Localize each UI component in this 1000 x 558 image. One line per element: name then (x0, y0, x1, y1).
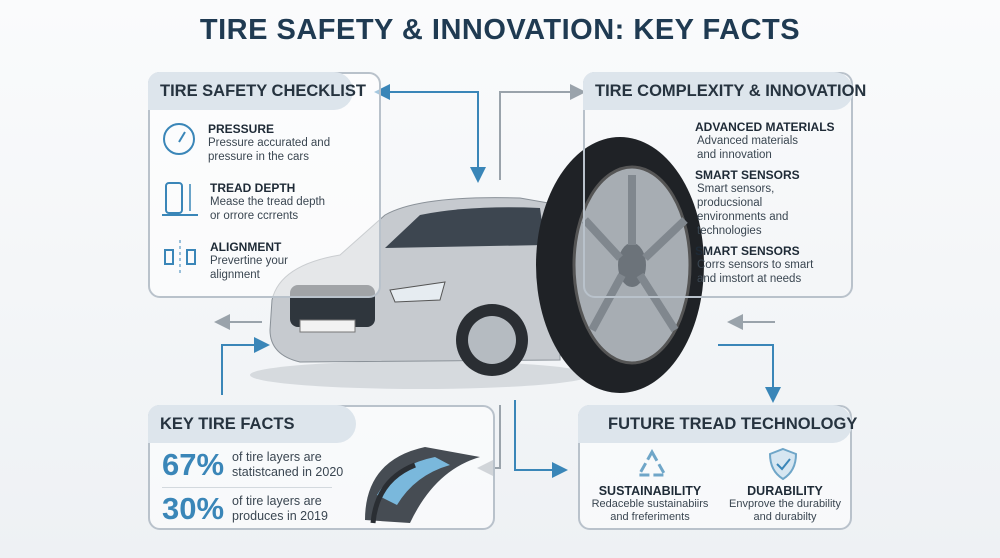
item-text: Redaceble sustainabiirs (591, 498, 709, 510)
fact-text: statistcaned in 2020 (232, 465, 344, 479)
item-text: technologies (697, 225, 762, 237)
page-title: TIRE SAFETY & INNOVATION: KEY FACTS (199, 14, 801, 46)
item-text: producsional (697, 197, 763, 209)
alignment-icon (164, 240, 196, 276)
item-title: TREAD DEPTH (210, 181, 296, 195)
item-title: SMART SENSORS (695, 168, 800, 182)
item-title: SMART SENSORS (695, 244, 800, 258)
shield-check-icon (768, 447, 798, 481)
arrow (499, 84, 586, 180)
item-text: and durabilty (753, 511, 817, 523)
item-title: DURABILITY (747, 484, 823, 498)
fact-text: of tire layers are (232, 494, 322, 508)
arrow (374, 84, 479, 175)
item-text: Smart sensors, (697, 183, 775, 195)
tire-cross-section-icon (365, 447, 480, 524)
item-title: ADVANCED MATERIALS (695, 120, 835, 134)
recycle-icon (636, 449, 668, 477)
item-text: environments and (697, 211, 789, 223)
item-text: and freferiments (610, 511, 690, 523)
item-text: Mease the tread depth (210, 196, 326, 208)
item-text: and imstort at needs (697, 273, 802, 285)
arrow (718, 344, 781, 403)
fact-value: 30% (162, 491, 225, 526)
item-text: alignment (210, 269, 260, 281)
arrow (514, 400, 568, 478)
divider (162, 487, 332, 488)
gauge-icon (163, 123, 195, 155)
arrow (221, 337, 270, 395)
item-text: pressure in the cars (208, 151, 309, 163)
fact-text: of tire layers are (232, 450, 322, 464)
item-title: ALIGNMENT (210, 240, 282, 254)
item-text: Corrs sensors to smart (697, 259, 814, 271)
panel-header: TIRE SAFETY CHECKLIST (148, 72, 366, 110)
tire-complexity-panel: TIRE COMPLEXITY & INNOVATION ADVANCED MA… (583, 72, 866, 298)
item-text: and innovation (697, 149, 772, 161)
panel-header: TIRE COMPLEXITY & INNOVATION (583, 72, 866, 110)
item-text: Prevertine your (210, 255, 288, 267)
item-text: Envprove the durability (729, 498, 841, 510)
fact-value: 67% (162, 447, 225, 482)
item-text: Pressure accurated and (208, 137, 331, 149)
item-text: Advanced materials (697, 135, 798, 147)
panel-header: KEY TIRE FACTS (148, 405, 356, 443)
item-text: or orrore ccrrents (210, 210, 299, 222)
item-title: SUSTAINABILITY (598, 484, 702, 498)
tread-depth-icon (162, 182, 198, 216)
fact-text: produces in 2019 (232, 509, 328, 523)
panel-header: FUTURE TREAD TECHNOLOGY (578, 405, 857, 443)
item-title: PRESSURE (208, 122, 275, 136)
